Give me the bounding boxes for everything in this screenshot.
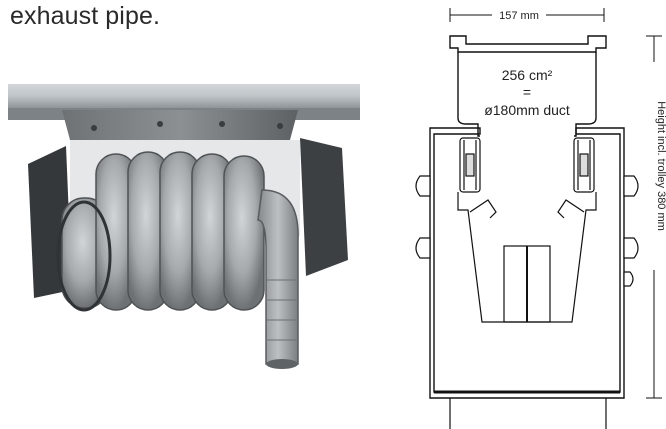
hose-coil <box>61 151 265 311</box>
side-bolts <box>415 175 639 287</box>
equals-text: = <box>523 84 531 100</box>
height-dimension <box>646 35 662 399</box>
right-bracket <box>300 138 348 276</box>
area-text: 256 cm² <box>502 67 553 83</box>
rail-profile <box>449 35 607 137</box>
caption-text: exhaust pipe. <box>10 2 161 30</box>
mounting-plate <box>62 110 298 140</box>
left-bracket <box>28 146 72 298</box>
duct-text: ø180mm duct <box>484 102 570 118</box>
trolley-body <box>429 127 625 399</box>
width-dimension <box>449 8 605 22</box>
inner-funnel <box>457 192 597 323</box>
height-dimension-label: Height incl. trolley 380 mm <box>655 101 666 231</box>
technical-drawing: 157 mm 256 cm² = ø180mm duct <box>415 8 666 429</box>
hose-reel-photo <box>8 84 360 369</box>
width-dimension-label: 157 mm <box>499 10 539 22</box>
rail <box>8 84 360 108</box>
right-wheel <box>573 137 595 193</box>
left-wheel <box>459 137 481 193</box>
